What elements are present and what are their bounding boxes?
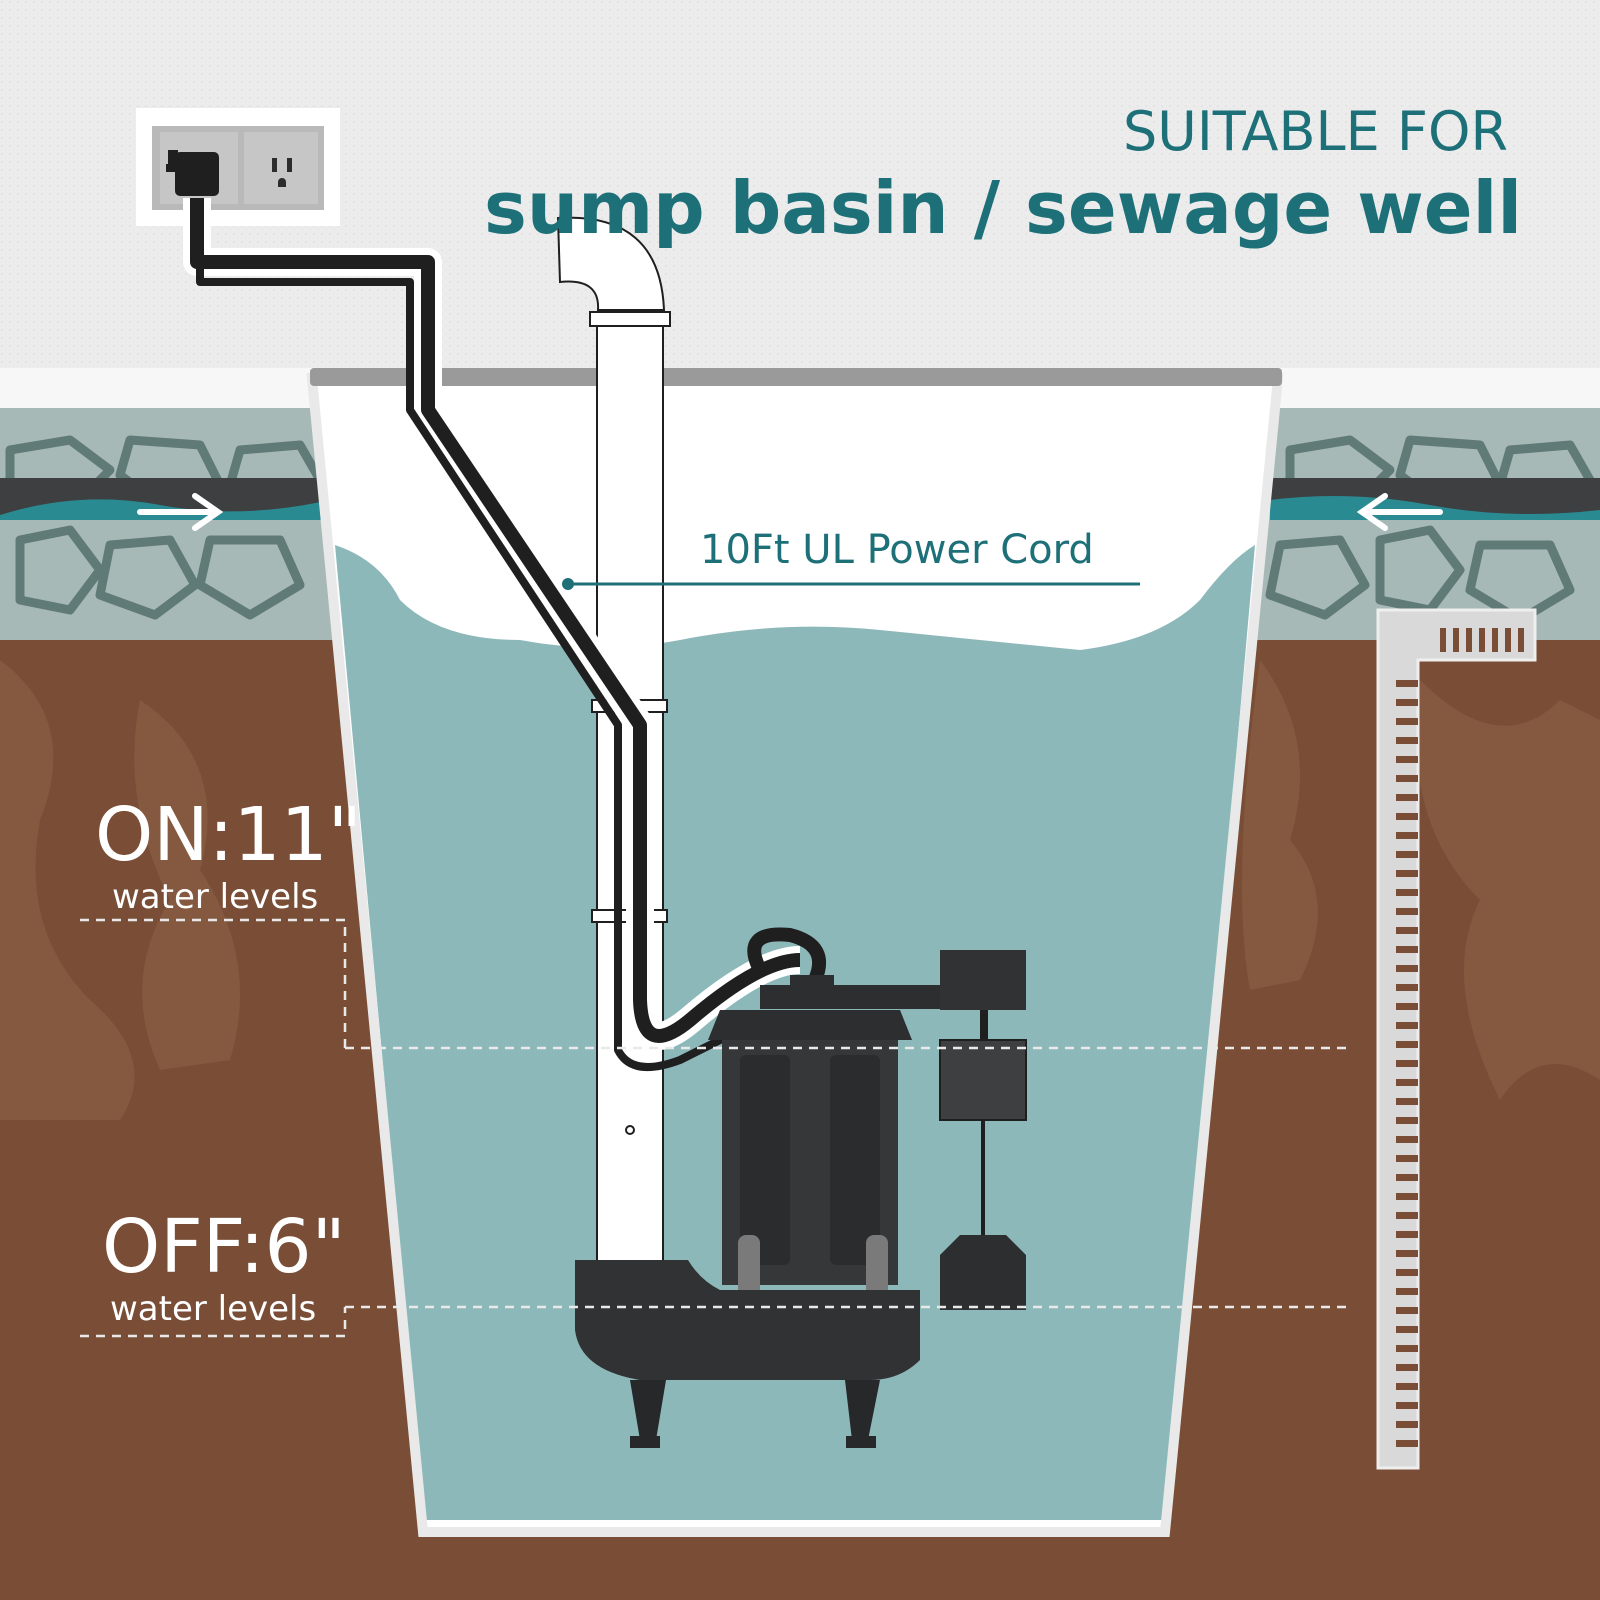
ruler-tick bbox=[1396, 1402, 1418, 1409]
ruler-tick bbox=[1396, 984, 1418, 991]
off-level-caption: water levels bbox=[110, 1289, 316, 1329]
on-level-bracket bbox=[80, 918, 347, 1048]
cord-leader-dot bbox=[562, 578, 574, 590]
ruler-tick bbox=[1396, 1383, 1418, 1390]
ruler-tick bbox=[1396, 1136, 1418, 1143]
float-switch bbox=[939, 1039, 1027, 1121]
measuring-ruler-icon bbox=[1376, 608, 1537, 1470]
ruler-tick bbox=[1396, 737, 1418, 744]
ruler-tick bbox=[1396, 965, 1418, 972]
ruler-tick bbox=[1396, 1174, 1418, 1181]
ruler-tick bbox=[1479, 628, 1485, 652]
ruler-tick bbox=[1396, 1022, 1418, 1029]
ruler-tick bbox=[1396, 908, 1418, 915]
drain-water-right bbox=[1270, 496, 1600, 520]
heading-line2: sump basin / sewage well bbox=[484, 166, 1522, 250]
ruler-tick bbox=[1453, 628, 1459, 652]
off-level-bracket bbox=[80, 1307, 347, 1338]
ruler-tick bbox=[1505, 628, 1511, 652]
arrow-right-icon bbox=[137, 493, 224, 531]
ruler-tick bbox=[1396, 1231, 1418, 1238]
ruler-tick bbox=[1396, 699, 1418, 706]
ruler-tick bbox=[1396, 1003, 1418, 1010]
heading-line1: SUITABLE FOR bbox=[1123, 100, 1508, 163]
on-level-caption: water levels bbox=[112, 877, 318, 917]
ruler-tick bbox=[1396, 1421, 1418, 1428]
ruler-tick bbox=[1396, 1193, 1418, 1200]
on-level-label: ON:11" bbox=[95, 792, 362, 878]
ruler-tick bbox=[1396, 889, 1418, 896]
ruler-tick bbox=[1396, 1117, 1418, 1124]
level-lines bbox=[80, 918, 1350, 1338]
ruler-tick bbox=[1396, 794, 1418, 801]
ruler-tick bbox=[1396, 1307, 1418, 1314]
ruler-tick bbox=[1440, 628, 1446, 652]
arrow-left-icon bbox=[1356, 493, 1443, 531]
basin-rim bbox=[310, 368, 1282, 386]
ruler-tick bbox=[1396, 718, 1418, 725]
ruler-tick bbox=[1396, 851, 1418, 858]
ruler-tick bbox=[1396, 832, 1418, 839]
off-level-label: OFF:6" bbox=[102, 1204, 346, 1290]
ruler-tick bbox=[1396, 1345, 1418, 1352]
ruler-tick bbox=[1396, 813, 1418, 820]
sewage-pump bbox=[575, 927, 1027, 1448]
ruler-tick bbox=[1396, 1440, 1418, 1447]
ruler-tick bbox=[1396, 1212, 1418, 1219]
ruler-tick bbox=[1396, 1060, 1418, 1067]
ruler-tick bbox=[1396, 1098, 1418, 1105]
ruler-tick bbox=[1396, 1041, 1418, 1048]
ruler-tick bbox=[1396, 1079, 1418, 1086]
ruler-tick bbox=[1396, 1326, 1418, 1333]
power-cord-label: 10Ft UL Power Cord bbox=[700, 527, 1094, 573]
ruler-tick bbox=[1396, 756, 1418, 763]
ruler-tick bbox=[1396, 1155, 1418, 1162]
ruler-tick bbox=[1492, 628, 1498, 652]
power-plug-icon bbox=[166, 150, 219, 196]
ruler-tick bbox=[1466, 628, 1472, 652]
ruler-tick bbox=[1396, 946, 1418, 953]
ruler-tick bbox=[1396, 1364, 1418, 1371]
ruler-tick bbox=[1396, 1288, 1418, 1295]
ruler-tick bbox=[1396, 927, 1418, 934]
ruler-tick bbox=[1396, 1250, 1418, 1257]
ruler-tick bbox=[1396, 1269, 1418, 1276]
ruler-tick bbox=[1396, 680, 1418, 687]
soil-shading bbox=[0, 660, 1600, 1120]
power-cord-core bbox=[190, 198, 801, 1043]
ruler-tick bbox=[1396, 775, 1418, 782]
ruler-tick bbox=[1518, 628, 1524, 652]
ruler-tick bbox=[1396, 870, 1418, 877]
